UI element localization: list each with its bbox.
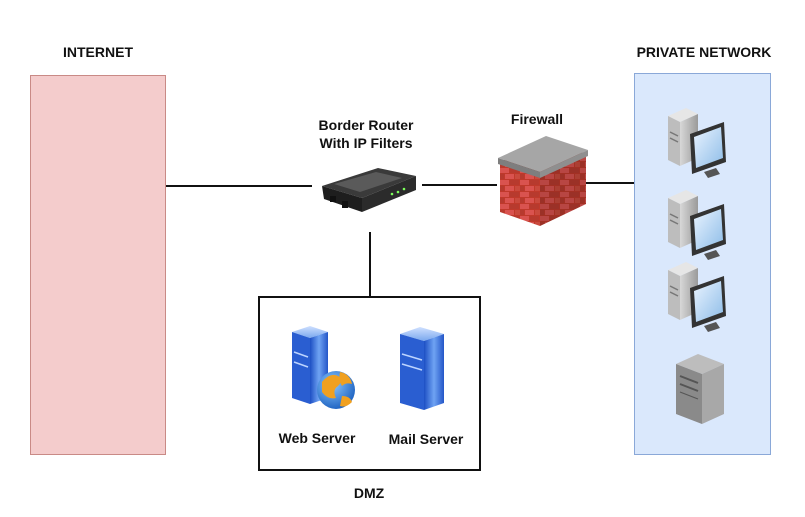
internet-label: INTERNET <box>63 44 133 60</box>
firewall-label: Firewall <box>510 111 564 127</box>
mail-server-icon <box>400 327 444 410</box>
workstation-icon <box>668 108 726 178</box>
dmz-label: DMZ <box>353 485 385 501</box>
router-label-line1: Border Router <box>318 117 414 133</box>
private-network-label: PRIVATE NETWORK <box>636 44 772 60</box>
workstation-icon <box>668 262 726 332</box>
mail-server-label: Mail Server <box>388 431 464 447</box>
firewall-icon <box>498 136 588 226</box>
workstation-icon <box>668 190 726 260</box>
router-label-line2: With IP Filters <box>319 135 413 151</box>
internet-zone <box>30 75 166 455</box>
web-server-icon <box>292 326 355 409</box>
router-icon <box>322 168 416 212</box>
web-server-label: Web Server <box>278 430 356 446</box>
server-tower-icon <box>676 354 724 424</box>
